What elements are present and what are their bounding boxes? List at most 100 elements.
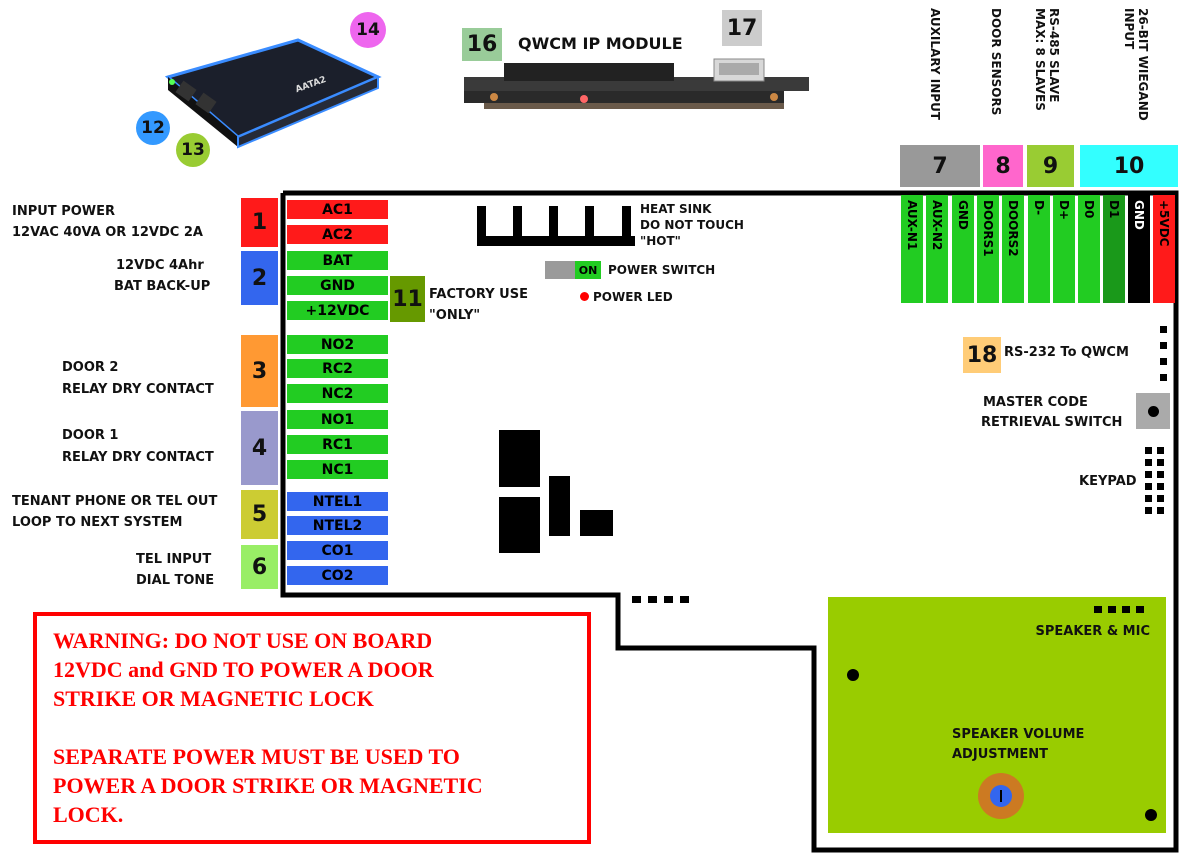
- power-switch-label: POWER SWITCH: [608, 263, 716, 277]
- master-code-label: MASTER CODE RETRIEVAL SWITCH: [981, 393, 1122, 433]
- badge-12: 12: [136, 111, 170, 145]
- badge-17: 17: [722, 10, 762, 46]
- badge-4: 4: [241, 411, 278, 485]
- door1-sub-label: RELAY DRY CONTACT: [62, 450, 214, 465]
- warning-box: WARNING: DO NOT USE ON BOARD 12VDC and G…: [33, 612, 591, 844]
- heat-sink-icon: [477, 206, 635, 246]
- terminal-aux-n2: AUX-N2: [926, 195, 948, 303]
- input-power-spec: 12VAC 40VA OR 12VDC 2A: [12, 225, 203, 240]
- speaker-board: SPEAKER & MIC SPEAKER VOLUME ADJUSTMENT: [828, 597, 1166, 833]
- door1-label: DOOR 1: [62, 428, 119, 443]
- chip-1: [499, 430, 540, 487]
- master-code-retrieval-switch[interactable]: [1136, 393, 1170, 429]
- qwcm-title: QWCM IP MODULE: [518, 34, 683, 53]
- input-power-label: INPUT POWER: [12, 204, 116, 219]
- rs232-label: RS-232 To QWCM: [1004, 345, 1129, 360]
- badge-18: 18: [963, 337, 1001, 373]
- terminal-co2: CO2: [287, 566, 388, 587]
- badge-5: 5: [241, 490, 278, 539]
- heat-sink-line-3: "HOT": [640, 234, 681, 248]
- badge-13: 13: [176, 133, 210, 167]
- tenant-phone-label: TENANT PHONE OR TEL OUT: [12, 494, 218, 509]
- terminal-doors2: DOORS2: [1002, 195, 1024, 303]
- terminal-aux-n1: AUX-N1: [901, 195, 923, 303]
- door-sensors-header: DOOR SENSORS: [989, 8, 1003, 116]
- heat-sink-line-1: HEAT SINK: [640, 202, 712, 216]
- terminal-wiegand-gnd: GND: [1128, 195, 1150, 303]
- terminal-d-plus-label: D+: [1057, 200, 1071, 221]
- terminal-rc2: RC2: [287, 359, 388, 380]
- keypad-label: KEYPAD: [1079, 474, 1137, 489]
- terminal-top-gnd-label: GND: [956, 200, 970, 230]
- terminal-d-minus: D-: [1028, 195, 1050, 303]
- terminal-no1: NO1: [287, 410, 388, 431]
- terminal-bat: BAT: [287, 251, 388, 272]
- mount-hole-left: [847, 669, 859, 681]
- terminal-ntel1: NTEL1: [287, 492, 388, 513]
- tenant-phone-sub-label: LOOP TO NEXT SYSTEM: [12, 515, 183, 530]
- terminal-d-minus-label: D-: [1032, 200, 1046, 216]
- badge-14: 14: [350, 12, 386, 48]
- power-switch[interactable]: ON: [545, 261, 601, 279]
- terminal-no2: NO2: [287, 335, 388, 356]
- speaker-volume-knob[interactable]: [978, 773, 1024, 819]
- wiegand-header: 26-BIT WIEGAND INPUT: [1122, 8, 1150, 121]
- chip-2: [499, 497, 540, 553]
- rs232-connector-pins: [1160, 326, 1167, 381]
- switch-button-icon: [1148, 406, 1159, 417]
- terminal-top-gnd: GND: [952, 195, 974, 303]
- terminal-aux-n1-label: AUX-N1: [905, 200, 919, 251]
- badge-8: 8: [983, 145, 1023, 187]
- door2-sub-label: RELAY DRY CONTACT: [62, 382, 214, 397]
- badge-2: 2: [241, 251, 278, 305]
- chip-4: [580, 510, 613, 536]
- terminal-doors2-label: DOORS2: [1006, 200, 1020, 257]
- terminal-d0: D0: [1078, 195, 1100, 303]
- battery-sub-label: BAT BACK-UP: [114, 279, 211, 294]
- door2-label: DOOR 2: [62, 360, 119, 375]
- terminal-doors1: DOORS1: [977, 195, 999, 303]
- heat-sink-line-2: DO NOT TOUCH: [640, 218, 744, 232]
- tel-input-label: TEL INPUT: [136, 552, 212, 567]
- terminal-d1-label: D1: [1107, 200, 1121, 219]
- volume-knob-icon: [990, 785, 1012, 807]
- mount-hole-right: [1145, 809, 1157, 821]
- badge-7: 7: [900, 145, 980, 187]
- terminal-d0-label: D0: [1082, 200, 1096, 219]
- terminal-nc2: NC2: [287, 384, 388, 405]
- terminal-ntel2: NTEL2: [287, 516, 388, 537]
- factory-use-label: FACTORY USE: [429, 287, 528, 302]
- badge-10: 10: [1080, 145, 1178, 187]
- header-pins: [632, 596, 689, 603]
- terminal-doors1-label: DOORS1: [981, 200, 995, 257]
- speaker-mic-pins: [1094, 606, 1144, 613]
- badge-1: 1: [241, 198, 278, 247]
- terminal-wiegand-gnd-label: GND: [1132, 200, 1146, 230]
- terminal-5vdc: +5VDC: [1153, 195, 1175, 303]
- terminal-5vdc-label: +5VDC: [1157, 200, 1171, 247]
- badge-9: 9: [1027, 145, 1074, 187]
- warning-text: WARNING: DO NOT USE ON BOARD 12VDC and G…: [53, 628, 483, 827]
- keypad-connector-pins: [1145, 447, 1164, 514]
- rs485-header: RS-485 SLAVE MAX: 8 SLAVES: [1033, 8, 1061, 111]
- power-led-icon: [580, 292, 589, 301]
- terminal-ac2: AC2: [287, 225, 388, 246]
- aux-input-header: AUXILARY INPUT: [928, 8, 942, 120]
- chip-3: [549, 476, 570, 536]
- terminal-ac1: AC1: [287, 200, 388, 221]
- terminal-d-plus: D+: [1053, 195, 1075, 303]
- terminal-gnd: GND: [287, 276, 388, 297]
- tel-input-sub-label: DIAL TONE: [136, 573, 215, 588]
- badge-16: 16: [462, 28, 502, 61]
- terminal-co1: CO1: [287, 541, 388, 562]
- badge-11: 11: [390, 276, 425, 322]
- master-code-line-2: RETRIEVAL SWITCH: [981, 415, 1123, 430]
- master-code-line-1: MASTER CODE: [983, 395, 1088, 410]
- power-led-label: POWER LED: [593, 290, 673, 304]
- terminal-aux-n2-label: AUX-N2: [930, 200, 944, 251]
- aata2-device-image: AATA2: [148, 22, 388, 152]
- speaker-volume-line-1: SPEAKER VOLUME: [952, 727, 1085, 742]
- battery-label: 12VDC 4Ahr: [116, 258, 204, 273]
- terminal-12vdc: +12VDC: [287, 301, 388, 322]
- terminal-d1: D1: [1103, 195, 1125, 303]
